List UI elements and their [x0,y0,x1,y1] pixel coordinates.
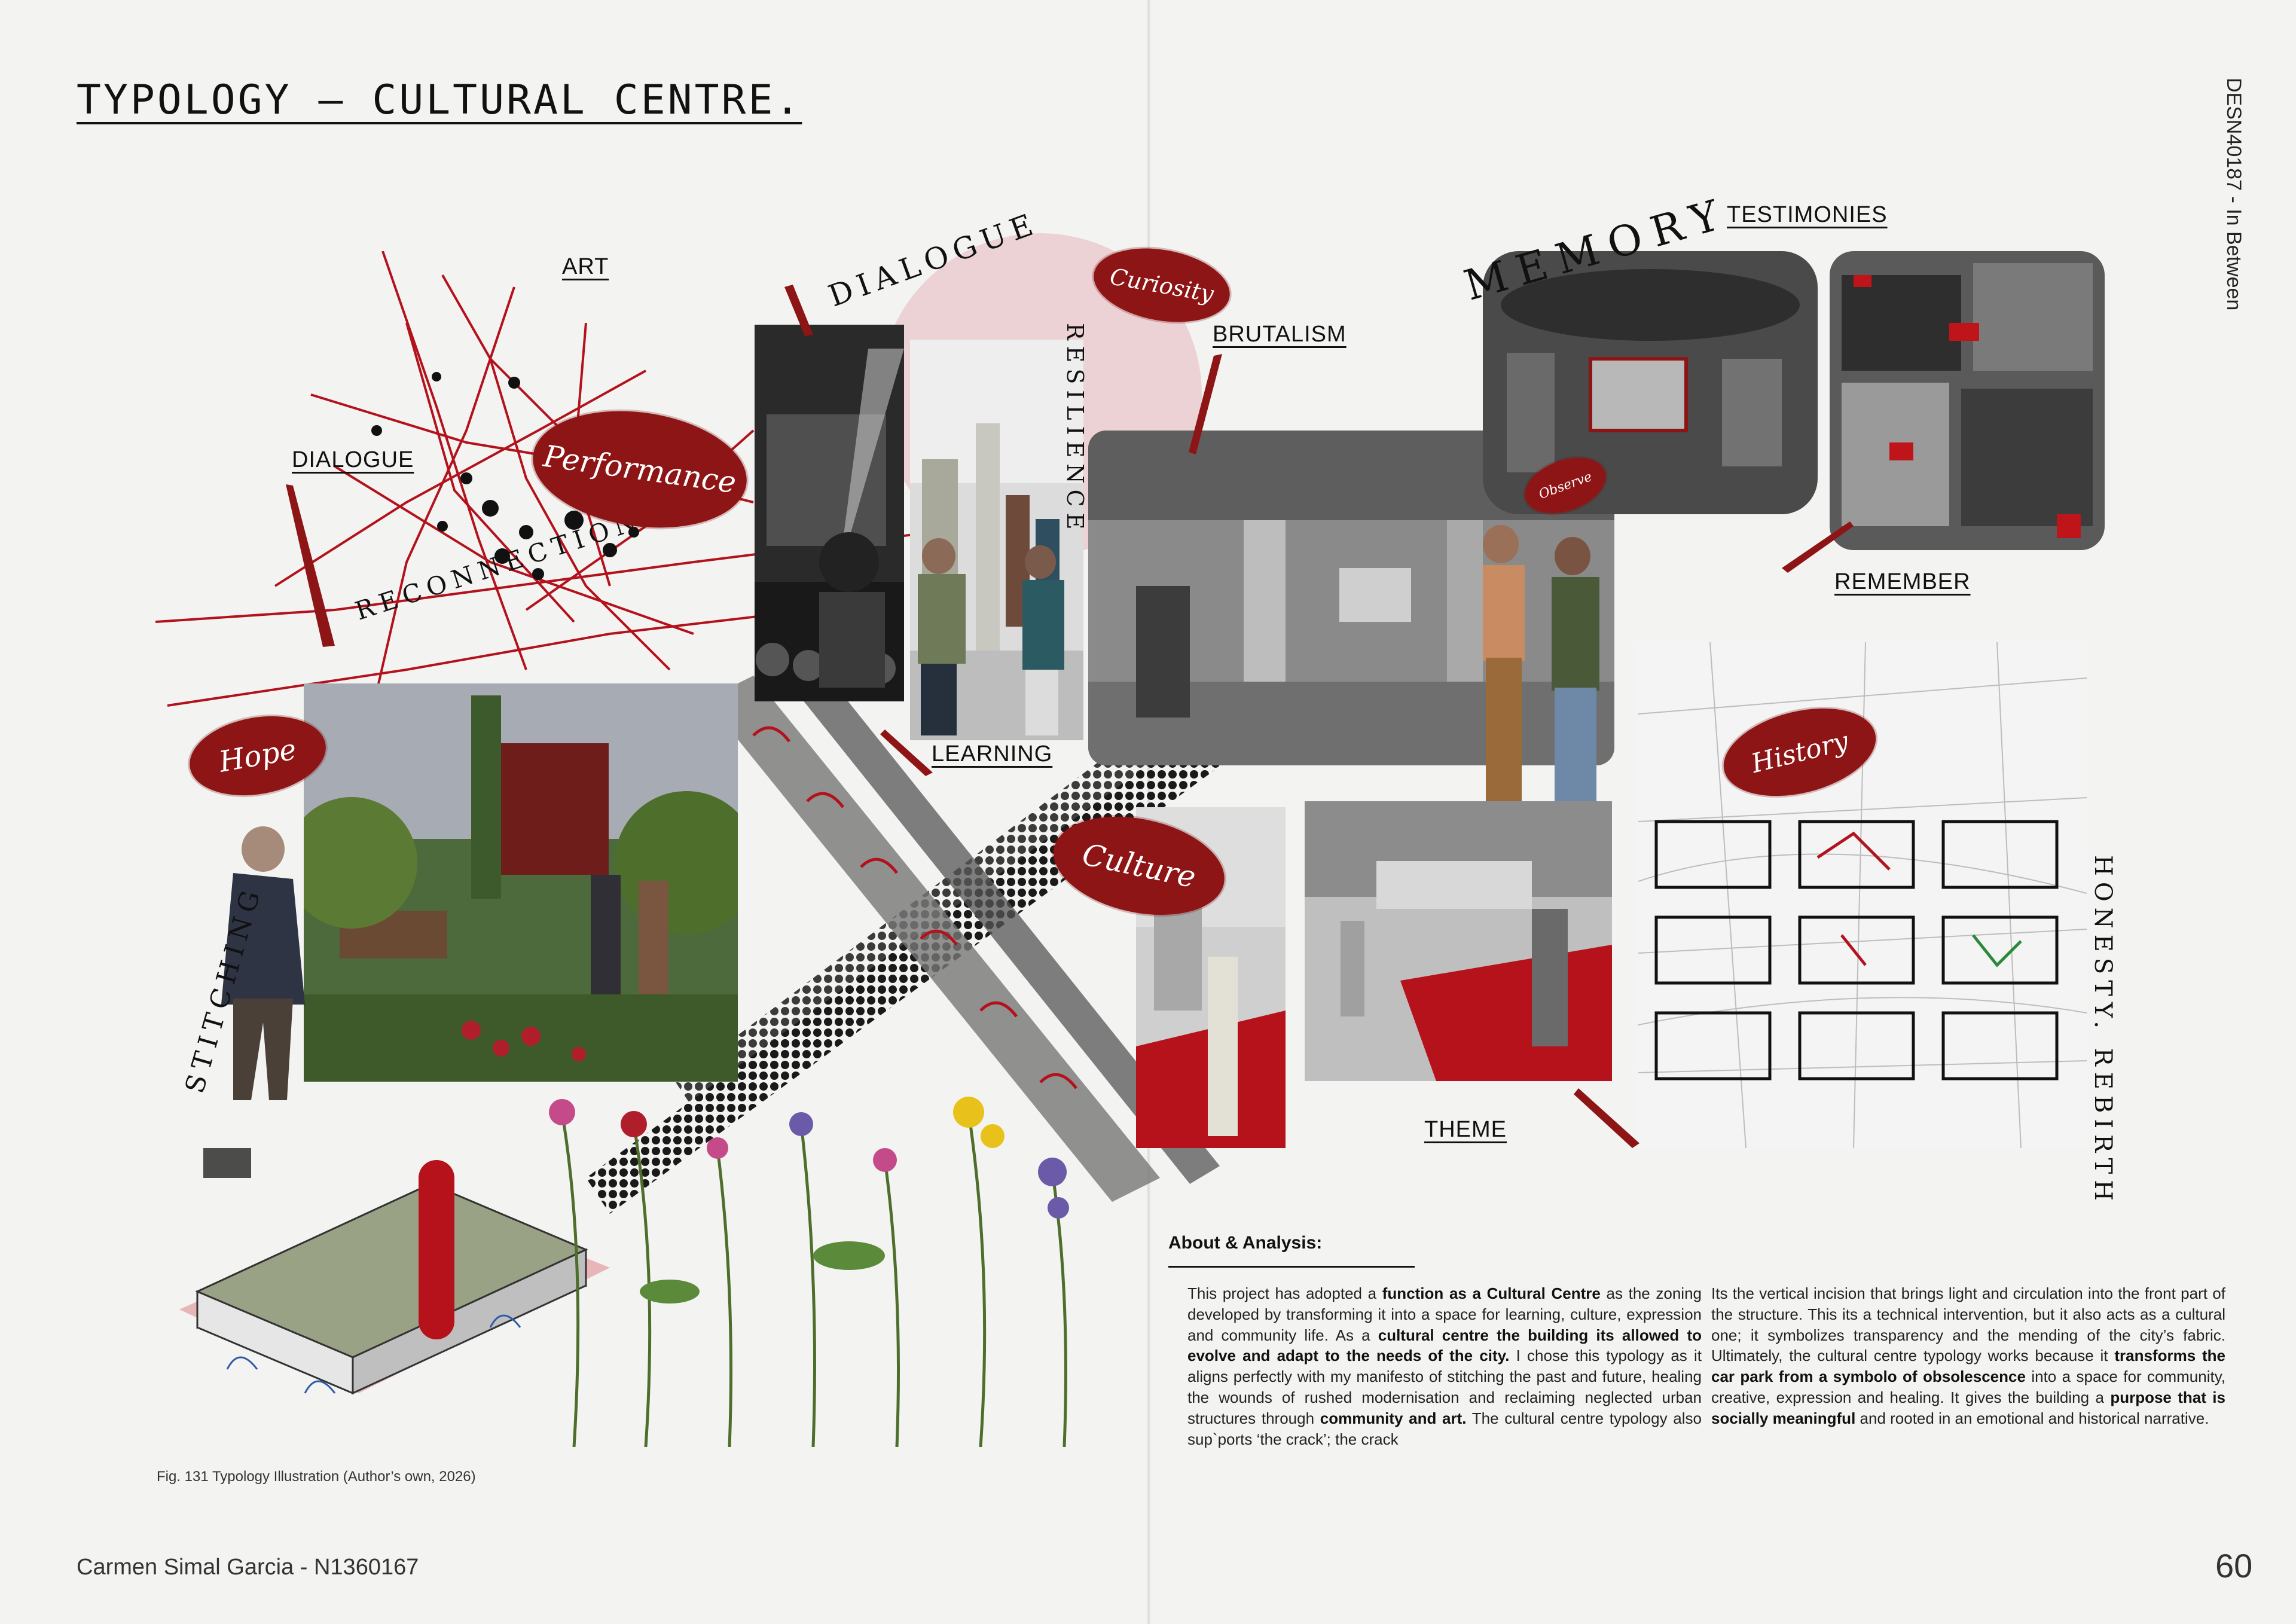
bubble-curiosity-label: Curiosity [1107,263,1216,307]
handwritten-resilience: RESILIENCE [1062,323,1088,536]
about-bold-run: cultural centre the building its allowed… [1187,1326,1702,1365]
about-text-run: The cultural centre typology also sup`po… [1187,1409,1702,1448]
testimonies-collage [1830,251,2105,550]
keyword-brutalism: BRUTALISM [1213,322,1347,347]
about-bold-run: transforms the car park from a symbolo o… [1711,1347,2225,1386]
bubble-culture-label: Culture [1079,837,1199,895]
about-text-run: and rooted in an emotional and historica… [1855,1409,2209,1427]
bubble-hope-label: Hope [216,732,299,779]
about-text-run: I chose this typology as it aligns perfe… [1187,1347,1702,1427]
keyword-learning: LEARNING [932,741,1053,767]
about-bold-run: function as a Cultural Centre [1382,1284,1601,1302]
bubble-observe-label: Observe [1537,469,1594,502]
about-bold-run: community and art. [1320,1409,1467,1427]
car-park-interior-photo [1088,431,1614,765]
page-number: 60 [2215,1547,2253,1585]
about-column-1: This project has adopted a function as a… [1187,1283,1702,1450]
bubble-history-label: History [1748,725,1852,779]
keyword-art: ART [562,254,609,279]
about-column-2: Its the vertical incision that brings li… [1711,1283,2225,1429]
page-title: TYPOLOGY – CULTURAL CENTRE. [77,77,802,124]
handwritten-honesty-rebirth: HONESTY. REBIRTH [2089,855,2117,1207]
memory-exhibition-photo [1483,251,1818,514]
about-heading: About & Analysis: [1168,1233,1323,1253]
about-text-run: This project has adopted a [1187,1284,1382,1302]
module-code: DESN40187 - In Between [2222,78,2245,311]
keyword-testimonies: TESTIMONIES [1727,202,1888,227]
keyword-remember: REMEMBER [1834,569,1971,594]
author-footer: Carmen Simal Garcia - N1360167 [77,1555,419,1580]
walking-people-figure [819,532,1064,735]
elderly-man-figure [221,826,305,1100]
bubble-performance-label: Performance [541,438,738,500]
about-bold-run: purpose that is socially meaningful [1711,1388,2225,1427]
about-text-run: Its the vertical incision that brings li… [1711,1284,2225,1365]
garden-photo [304,683,738,1082]
keyword-dialogue: DIALOGUE [292,447,414,472]
keyword-theme: THEME [1424,1117,1507,1142]
about-text-run: as the zoning developed by transforming … [1187,1284,1702,1344]
figure-caption: Fig. 131 Typology Illustration (Author’s… [157,1469,476,1485]
wildflowers-illustration [549,1097,1069,1447]
about-heading-rule [1168,1266,1415,1268]
isometric-building-drawing [179,1148,610,1395]
about-text-run: into a space for community, creative, ex… [1711,1367,2225,1407]
gallery-red-floor-photo-right [1305,801,1612,1081]
